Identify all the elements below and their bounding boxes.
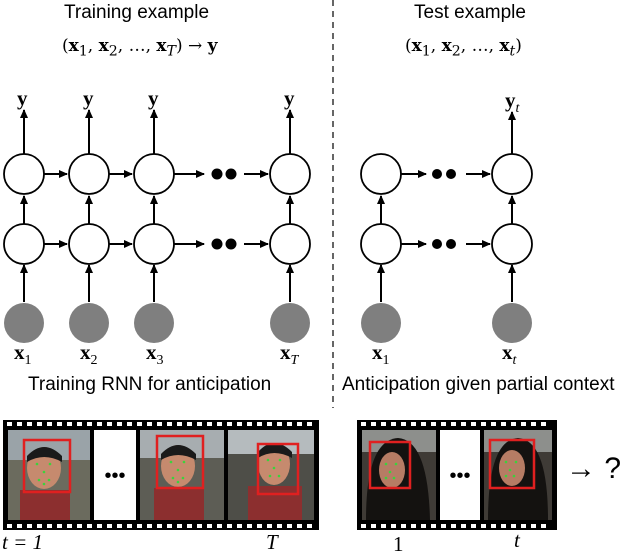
sprocket-holes	[7, 422, 312, 528]
hidden-node	[491, 153, 533, 195]
hidden-node	[269, 223, 311, 265]
right-ellipsis-dots	[432, 169, 456, 249]
time-start-right: 1	[393, 532, 404, 556]
input-label-test-x1: x1	[372, 340, 390, 369]
hidden-node	[68, 223, 110, 265]
frame-ellipsis: •••	[104, 465, 125, 487]
left-ellipsis-dots	[211, 168, 237, 250]
video-frame	[362, 430, 436, 520]
time-end-right: t	[514, 528, 520, 552]
hidden-node	[133, 153, 175, 195]
video-frame	[8, 430, 90, 520]
right-input-nodes	[361, 303, 532, 343]
test-title: Test example	[414, 2, 526, 23]
input-label-xT: xT	[280, 340, 299, 369]
right-rnn	[377, 111, 516, 302]
hidden-node	[360, 153, 402, 195]
video-frame	[484, 430, 552, 520]
skipped-frames	[94, 430, 136, 520]
input-node	[492, 303, 532, 343]
input-node	[69, 303, 109, 343]
hidden-node	[133, 223, 175, 265]
output-label-2: y	[83, 86, 94, 110]
hidden-node	[360, 223, 402, 265]
time-start-left: t = 1	[2, 530, 44, 554]
input-node	[134, 303, 174, 343]
frame-ellipsis: •••	[449, 465, 470, 487]
output-label-4: y	[284, 86, 295, 110]
test-formula: (x1, x2, …, xt)	[405, 36, 522, 60]
video-frame	[228, 430, 314, 520]
output-label-t: yt	[505, 88, 520, 117]
input-node	[361, 303, 401, 343]
train-title: Training example	[64, 2, 210, 23]
skipped-frames	[440, 430, 480, 520]
left-film-strip: •••	[3, 420, 319, 530]
input-node	[270, 303, 310, 343]
time-end-left: T	[266, 530, 278, 554]
input-label-x3: x3	[146, 340, 164, 369]
output-label-3: y	[148, 86, 159, 110]
hidden-node	[269, 153, 311, 195]
video-frame	[140, 430, 224, 520]
output-label-1: y	[17, 86, 28, 110]
left-input-nodes	[4, 303, 310, 343]
train-formula: (x1, x2, …, xT) → y	[62, 36, 218, 60]
hidden-node	[3, 153, 45, 195]
hidden-node	[491, 223, 533, 265]
hidden-node	[3, 223, 45, 265]
sprocket-holes	[361, 422, 546, 528]
test-caption: Anticipation given partial context	[342, 374, 615, 395]
input-label-x2: x2	[80, 340, 98, 369]
right-hidden-nodes	[360, 153, 533, 265]
right-film-strip: •••	[357, 420, 557, 530]
input-label-test-xt: xt	[502, 340, 517, 369]
left-hidden-nodes	[3, 153, 311, 265]
question-label: → ?	[566, 452, 622, 485]
left-rnn	[20, 109, 294, 302]
train-caption: Training RNN for anticipation	[28, 374, 272, 395]
input-label-x1: x1	[14, 340, 32, 369]
hidden-node	[68, 153, 110, 195]
input-node	[4, 303, 44, 343]
